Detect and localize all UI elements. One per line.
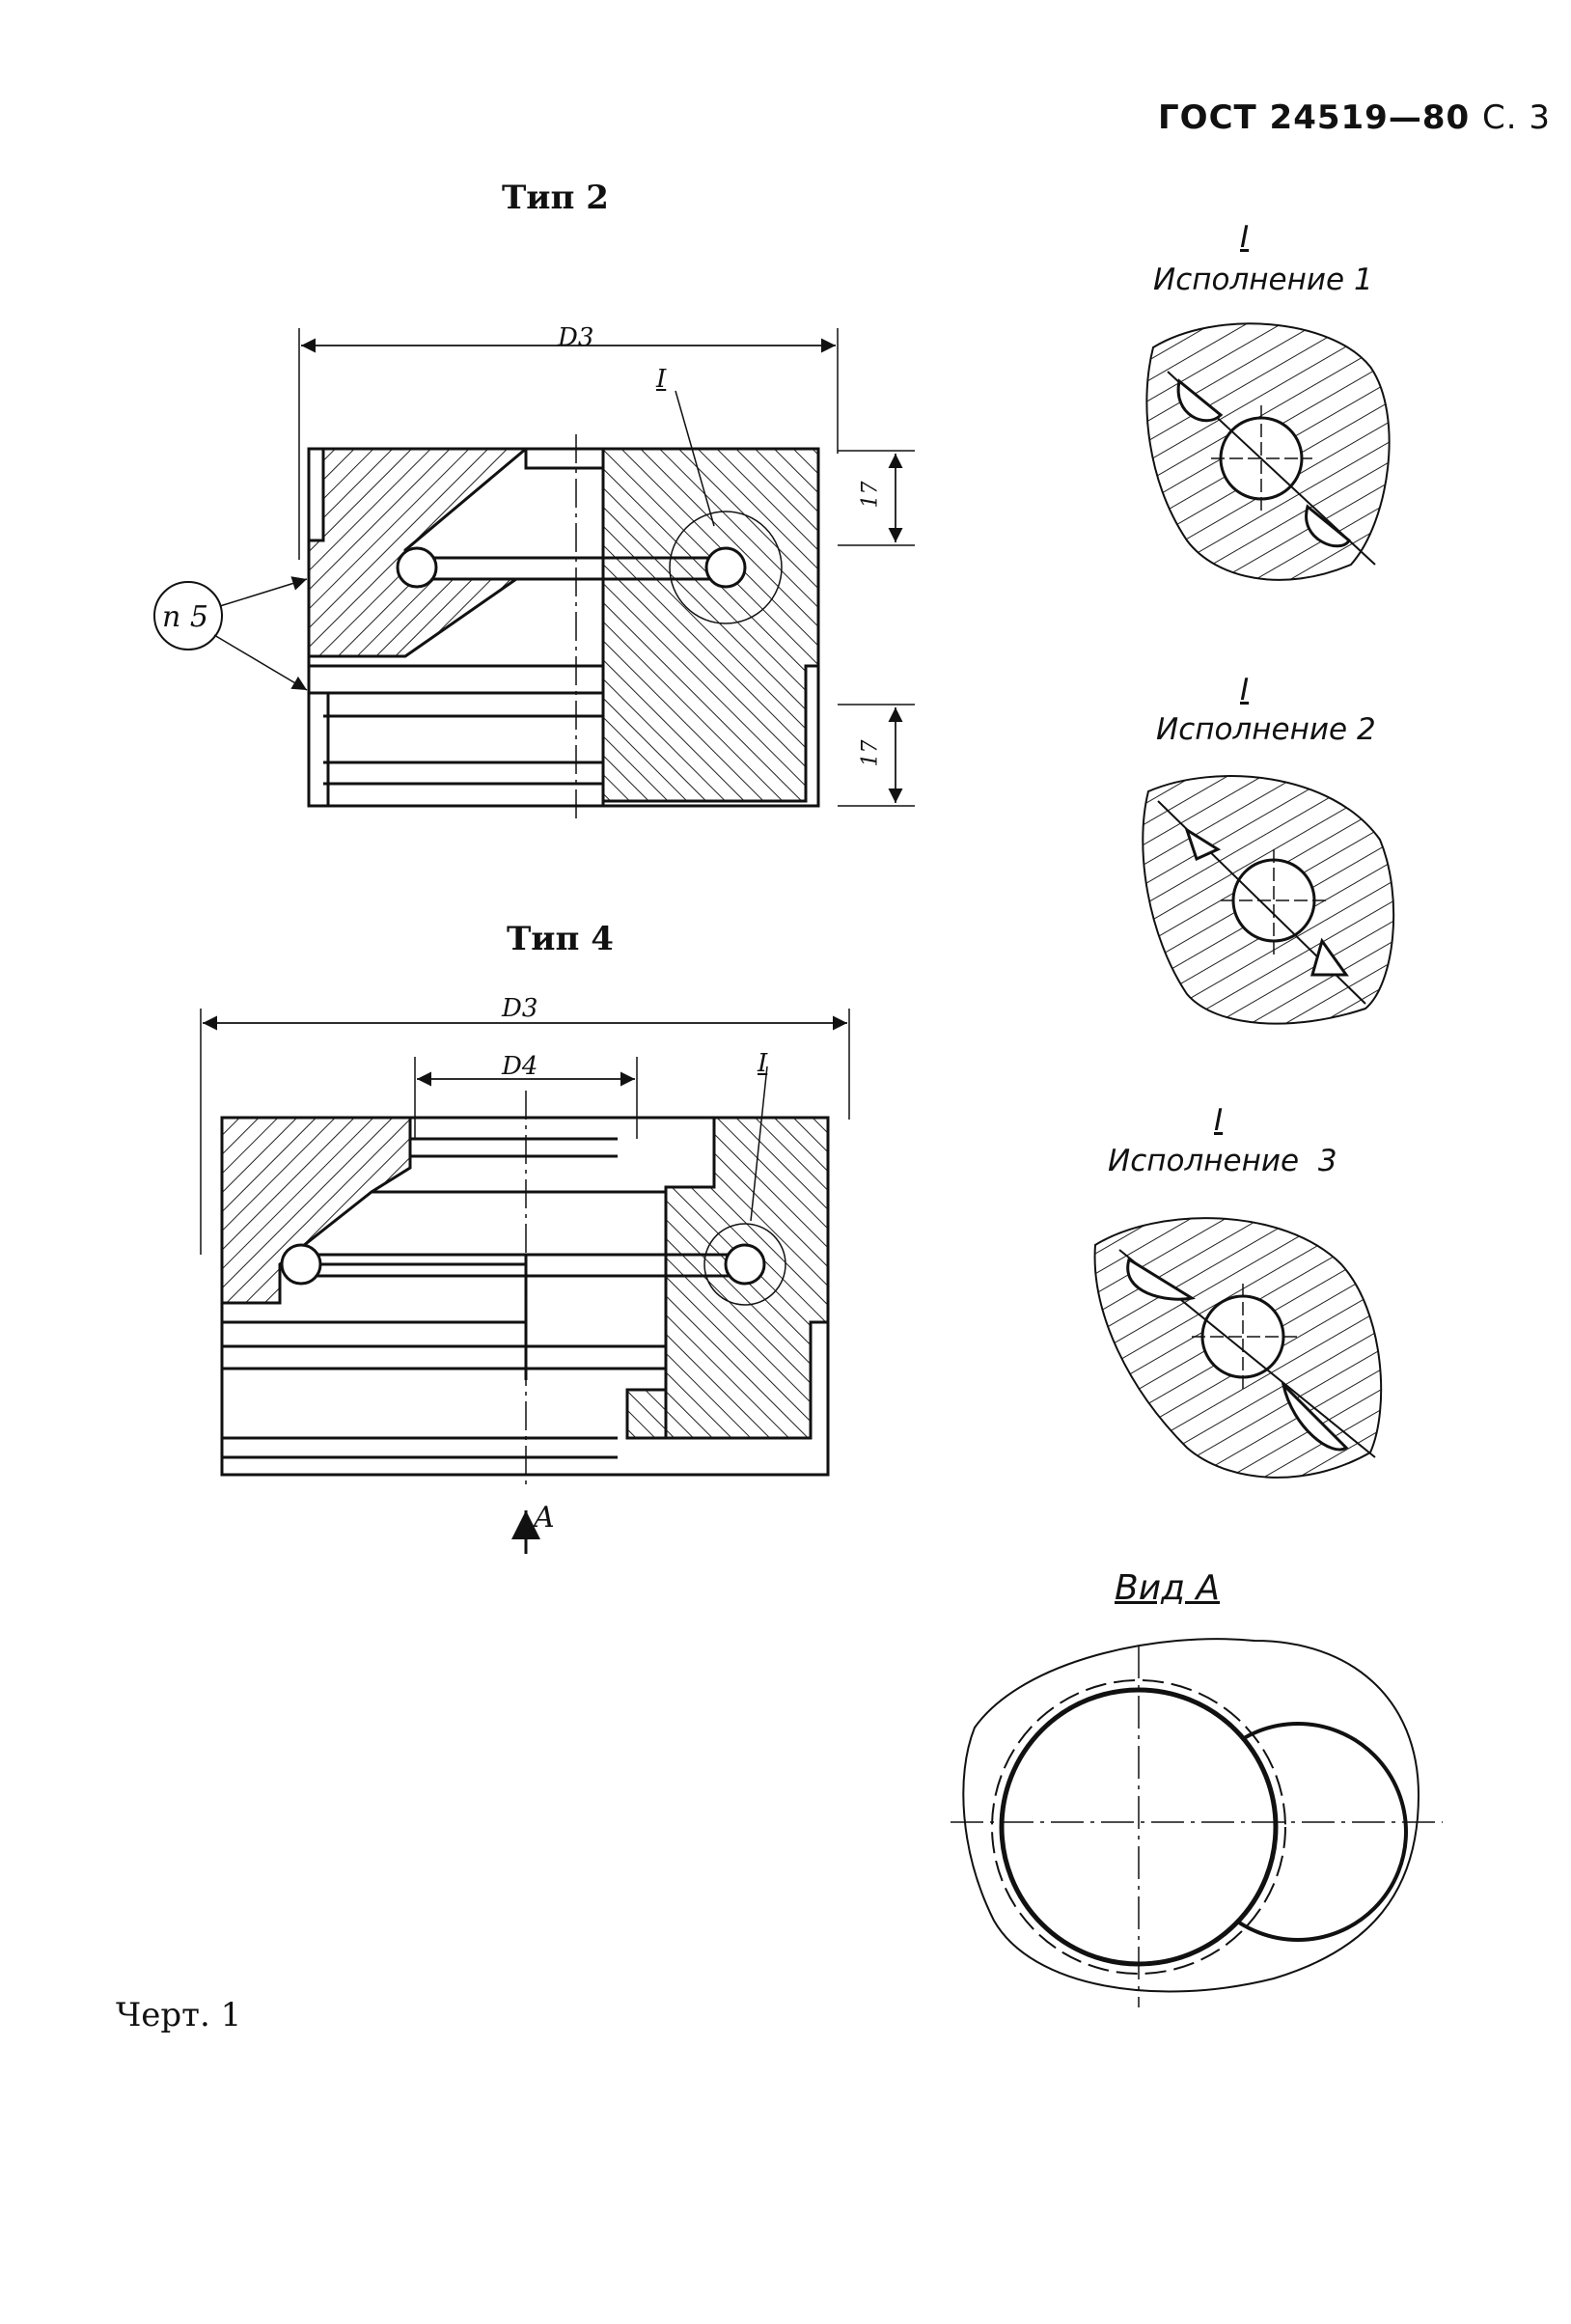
type4-title: Тип 4: [507, 920, 614, 958]
detail-ref-1: I: [1240, 220, 1250, 255]
standard-code: ГОСТ 24519—80: [1158, 98, 1471, 137]
detail-execution-2: [1142, 775, 1395, 1025]
detail-label-1: Исполнение 1: [1153, 263, 1373, 297]
view-a-label: Вид А: [1115, 1568, 1221, 1608]
type4-dim-d3: D3: [502, 994, 538, 1023]
type2-detail-ref: I: [656, 365, 667, 394]
view-a-drawing: [951, 1638, 1443, 2007]
detail-execution-1: [1145, 322, 1391, 581]
type4-detail-ref: I: [758, 1049, 768, 1078]
type2-dim-d3: D3: [558, 323, 594, 352]
type2-note-ref: п 5: [162, 600, 208, 634]
detail-ref-3: I: [1214, 1103, 1224, 1138]
type4-dim-d4: D4: [502, 1052, 538, 1081]
figure-caption: Черт. 1: [116, 1996, 242, 2034]
detail-ref-2: I: [1240, 673, 1250, 707]
detail-label-2: Исполнение 2: [1156, 712, 1376, 747]
type2-title: Тип 2: [502, 179, 609, 217]
type4-section-view: [200, 1009, 850, 1554]
page-number: С. 3: [1482, 98, 1551, 137]
standard-number: ГОСТ 24519—80 С. 3: [1158, 98, 1551, 137]
detail-label-3: Исполнение 3: [1108, 1144, 1337, 1178]
detail-execution-3: [1093, 1217, 1383, 1479]
type2-section-view: [153, 328, 915, 820]
